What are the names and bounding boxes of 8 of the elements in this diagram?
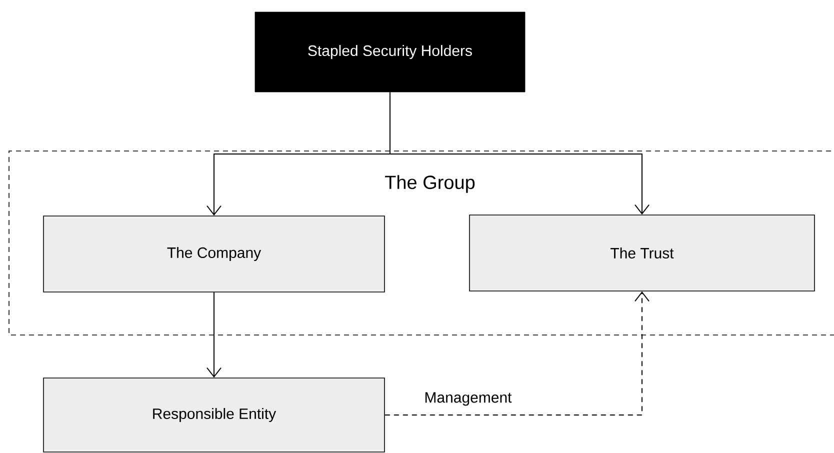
entity-box: The Company bbox=[43, 216, 385, 292]
arrow bbox=[390, 92, 650, 215]
holder-box: Stapled Security Holders bbox=[254, 12, 526, 92]
entity-box: Responsible Entity bbox=[43, 378, 385, 452]
edge-label: Management bbox=[423, 391, 513, 407]
arrow bbox=[384, 291, 650, 416]
entity-box: The Trust bbox=[469, 214, 815, 292]
arrow bbox=[206, 292, 222, 378]
